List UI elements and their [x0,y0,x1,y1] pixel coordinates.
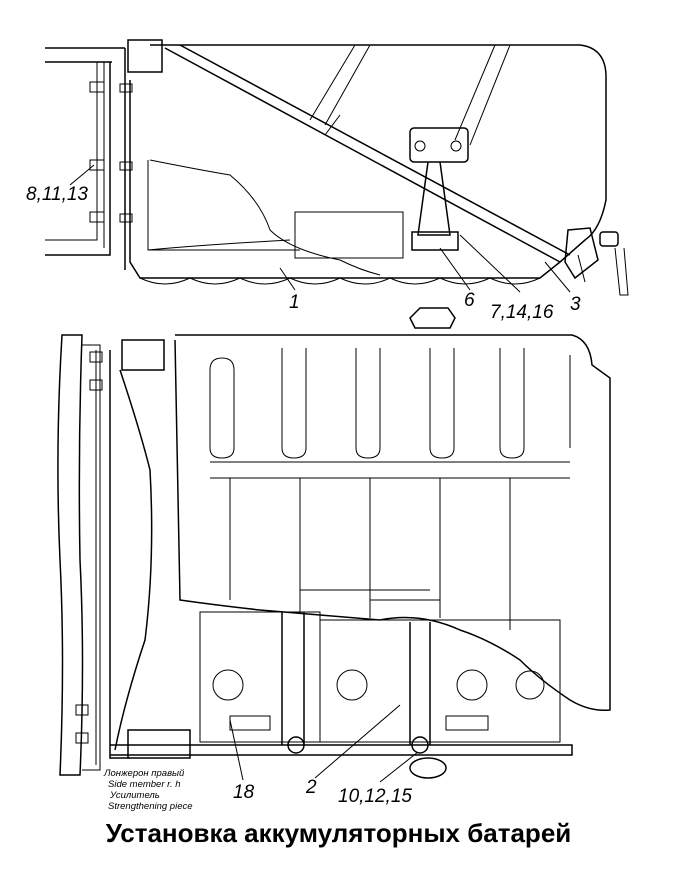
battery-plate [445,715,489,731]
side-plate [109,350,153,759]
battery-lid [174,334,611,712]
battery-cap [456,669,488,701]
battery-base [139,277,541,285]
top-clamp [409,307,456,329]
battery-left [199,611,321,743]
bottom-clamp [409,757,447,779]
hold-down-bar [164,44,571,263]
callout-18: 18 [233,782,255,803]
plan-view [57,307,611,783]
bracket-top [121,339,165,371]
bolt-group-plan [75,351,103,744]
figure-caption: Установка аккумуляторных батарей [105,818,572,848]
battery-right [319,619,561,743]
base-rail [110,744,573,756]
battery-inner [147,160,300,251]
side-member [57,334,84,776]
callout-8-11-13: 8,11,13 [26,184,88,205]
frame-rail [45,47,126,270]
bolt-group-left [89,81,133,223]
battery-cap [212,669,244,701]
battery-plate [229,715,271,731]
label-strengthening-en: Strengthening piece [108,801,193,812]
side-view [45,39,629,296]
battery-cap [336,669,368,701]
strap-bolt [411,736,429,754]
frame-rail-inner [45,62,105,248]
label-strengthening-ru: Усилитель [109,790,160,801]
break-line [149,159,381,276]
callout-6: 6 [464,290,475,311]
strap [281,612,431,745]
strap-bolt [287,736,305,754]
mounting-bracket [127,39,163,73]
label-side-member-ru: Лонжерон правый [103,768,185,779]
label-side-member-en: Side member r. h [108,779,181,790]
bracket-bottom [127,729,191,759]
lid-rib [309,44,511,146]
leader-lines-plan [229,704,419,783]
leader-lines [69,164,571,293]
lid-ribs [209,348,571,630]
callout-3: 3 [570,294,581,315]
callout-1: 1 [289,292,300,313]
lock [564,227,629,296]
battery-box [129,44,607,279]
strengthening-piece [82,344,101,771]
battery-cap [515,670,545,700]
clamp-assembly [409,127,469,251]
callout-2: 2 [305,777,317,798]
callout-7-14-16: 7,14,16 [490,302,554,323]
battery-label-plate [294,211,404,259]
callout-10-12-15: 10,12,15 [338,786,412,807]
